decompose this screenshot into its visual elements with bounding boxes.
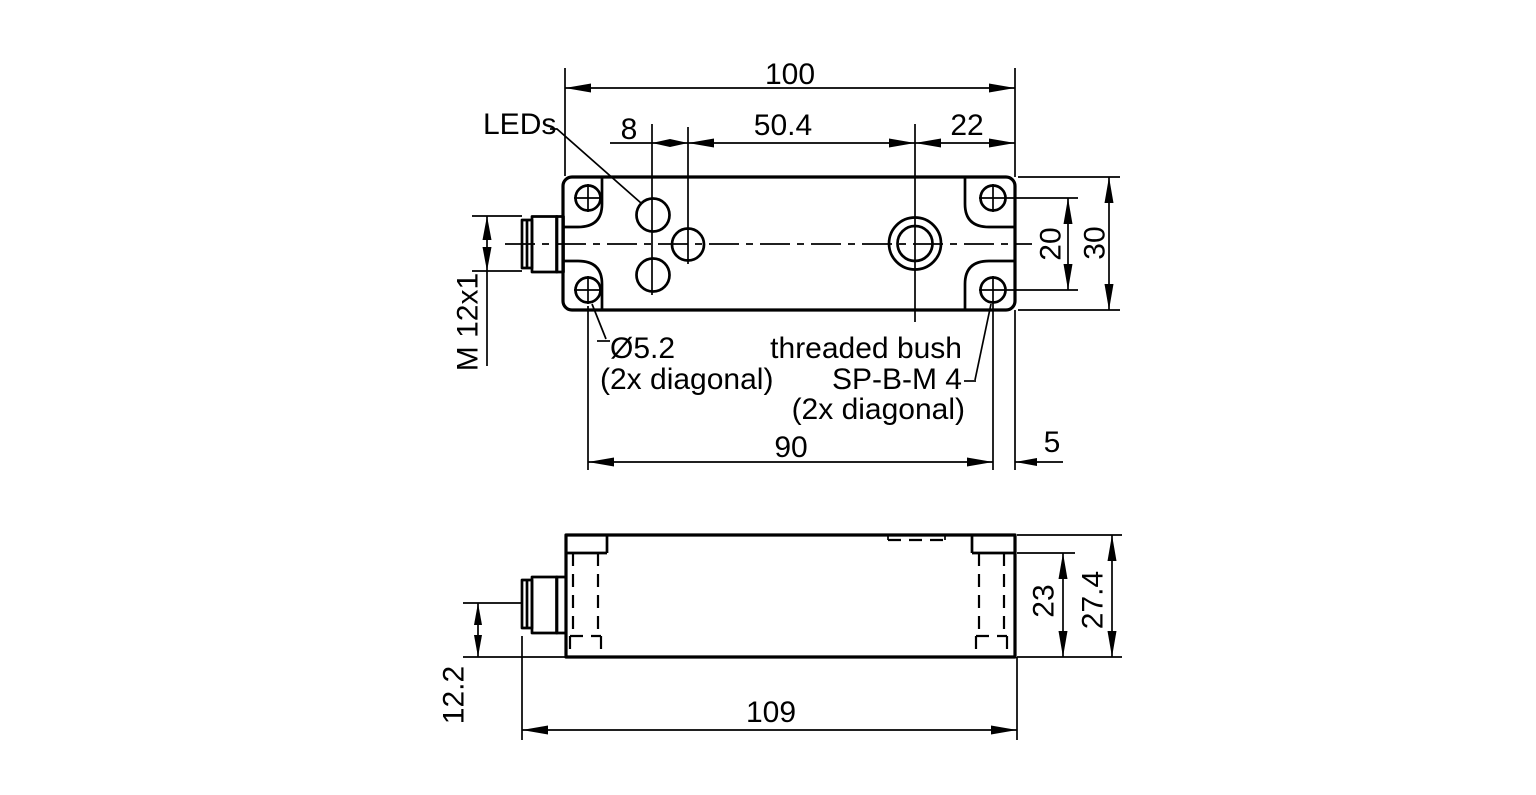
pad-block-left [566,535,609,555]
dim-value-90: 90 [774,431,807,464]
top-view: 100 8 50.4 22 20 [452,58,1120,470]
dim-edge-offset-5: 5 [1014,310,1063,470]
arrowhead [989,138,1015,148]
hidden-recess [887,535,946,542]
dim-body-height-30: 30 [1018,176,1120,311]
arrowhead [1107,535,1117,561]
bush-label-line2: SP-B-M 4 [832,363,962,396]
arrowhead [1104,177,1114,203]
arrowhead [991,725,1017,735]
corner-pad-bottom-left [564,259,604,309]
dim-value-12-2: 12.2 [438,666,471,724]
hole-diameter-text: Ø5.2 [610,332,675,365]
arrowhead [522,725,548,735]
bush-label-line3: (2x diagonal) [792,393,965,426]
label-leds: LEDs [483,108,642,204]
dim-value-100: 100 [765,58,815,91]
arrowhead [967,457,993,467]
arrowhead [1058,631,1068,657]
leader-line [974,303,992,381]
arrowhead [1107,631,1117,657]
arrowhead [989,83,1015,93]
arrowhead [1015,458,1037,466]
dim-value-m12x1: M 12x1 [452,273,485,371]
dim-overall-width: 100 [564,58,1016,177]
dim-value-30: 30 [1079,226,1112,259]
arrowhead [474,635,482,657]
dim-value-22: 22 [950,109,983,142]
label-threaded-bush: threaded bush SP-B-M 4 (2x diagonal) [770,303,992,426]
dim-overall-length-109: 109 [521,636,1018,740]
hidden-hole-column-right [974,553,1009,655]
arrowhead [482,216,492,240]
dim-hole-row-spacing: 20 [1007,197,1078,291]
dim-hole-span-90: 90 [587,304,994,470]
leds-label-text: LEDs [483,108,556,141]
sensor-body-side-view [564,533,1017,659]
dim-value-50-4: 50.4 [754,109,812,142]
mounting-hole-top-left [574,184,602,212]
arrowhead [915,138,941,148]
arrowhead [474,603,482,625]
arrowhead [588,457,614,467]
hidden-hole-column-left [568,553,603,655]
bush-label-line1: threaded bush [770,332,962,365]
dim-value-5: 5 [1044,426,1061,459]
arrowhead [1063,198,1073,224]
side-view: 109 12.2 23 27.4 [438,533,1122,740]
arrowhead [688,138,714,148]
arrowhead [482,247,492,271]
arrowhead [889,138,915,148]
led-hole-upper [635,197,671,233]
arrowhead [1063,264,1073,290]
mounting-hole-bottom-left [574,276,602,304]
corner-pad-top-left [564,178,604,229]
connector-m12-top-view [520,215,565,274]
dim-connector-center-height: 12.2 [438,602,566,724]
arrowhead [1058,553,1068,579]
dim-value-27-4: 27.4 [1077,571,1110,629]
dim-side-body-height-23: 23 [1017,552,1075,657]
dim-value-20: 20 [1035,227,1068,260]
arrowhead [652,139,670,147]
mounting-hole-bottom-right [979,276,1007,304]
leader-line [550,128,642,204]
dim-value-8: 8 [621,113,638,146]
dim-overall-height-27-4: 27.4 [1017,534,1122,658]
pad-block-right [970,535,1015,555]
led-hole-lower [635,257,671,293]
dim-value-109: 109 [746,696,796,729]
corner-pad-bottom-right [963,259,1014,309]
dim-value-23: 23 [1028,584,1061,617]
mounting-hole-top-right [979,184,1007,212]
corner-pad-top-right [963,178,1014,229]
hole-note-text: (2x diagonal) [600,363,773,396]
arrowhead [1104,284,1114,310]
arrowhead [670,139,688,147]
leader-line [591,303,607,340]
dim-row-8-50-22: 8 50.4 22 [610,109,1015,322]
dim-connector-thread: M 12x1 [452,215,522,371]
connector-m12-side-view [520,575,568,635]
arrowhead [565,83,591,93]
label-hole-diameter: Ø5.2 (2x diagonal) [591,303,773,396]
